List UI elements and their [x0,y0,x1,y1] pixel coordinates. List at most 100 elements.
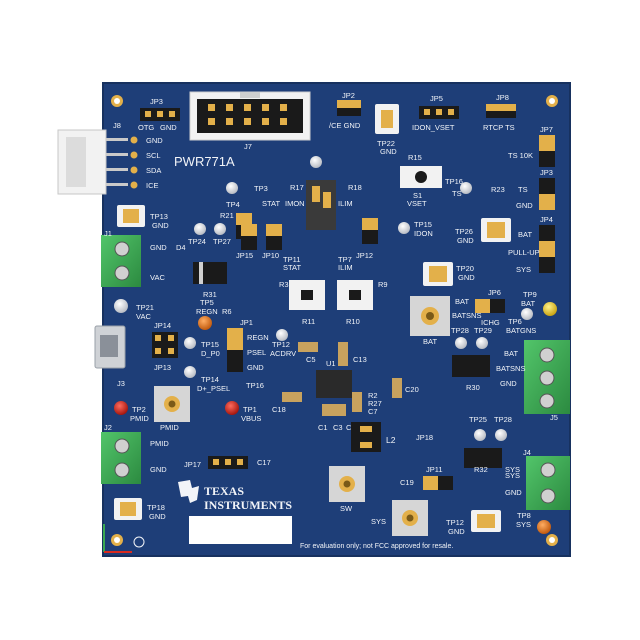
tp15b-label: TP15 [201,340,219,349]
pull-up-label: PULL-UP [508,248,540,257]
j7-pin [262,104,269,111]
tp16b-label: TP16 [246,381,264,390]
tp3-testpoint [226,182,238,194]
tp28b-label: TP28 [494,415,512,424]
jp14-header [152,332,178,358]
jp10-label: JP10 [262,251,279,260]
tp26-label: TP26 [455,227,473,236]
tp22-label: TP22 [377,139,395,148]
l2-top-pad [360,426,372,432]
j5-screw-2 [539,370,555,386]
cap-c18 [282,392,302,402]
jp10-header [266,224,282,250]
bat-post-label: BAT [423,337,437,346]
j7-pin [226,104,233,111]
jp2-label: JP2 [342,91,355,100]
d-psel-label: D+_PSEL [197,384,230,393]
tp14-label: TP14 [201,375,219,384]
tp20-gnd-label: GND [458,273,475,282]
tp15-testpoint [398,222,410,234]
j7-pins [208,104,287,125]
tp24-label: TP24 [188,237,206,246]
jp7-header [539,135,555,167]
jp2-header [337,100,361,116]
jp8-header [486,104,516,118]
j2-gnd-label: GND [150,465,167,474]
c7-label: C7 [368,407,378,416]
jp5-label: JP5 [430,94,443,103]
r10-wiper [349,290,361,300]
jp15-label: JP15 [236,251,253,260]
r18-label: R18 [348,183,362,192]
dip-lever-a [312,186,320,202]
s1-actuator [415,171,427,183]
j8-pads [130,136,138,189]
tp22-gold [381,110,393,128]
jp3-header [140,108,180,121]
j7-pin [244,118,251,125]
tp20-gold [429,266,447,282]
r27-label: R27 [368,399,382,408]
batgns-label: BATGNS [506,326,536,335]
tp16-ts-label: TS [452,189,462,198]
imon-label: IMON [285,199,305,208]
c20-label: C20 [405,385,419,394]
r30-resistor [452,355,490,377]
tp12-label: TP12 [272,340,290,349]
tp8-label: TP8 [517,511,531,520]
j5-bat-label: BAT [504,349,518,358]
tp21-testpoint [114,299,128,313]
tp29-testpoint [476,337,488,349]
j7-pin [280,118,287,125]
tp9-testpoint [543,302,557,316]
j4-gnd-label: GND [505,488,522,497]
tp14-testpoint [184,366,196,378]
r11-wiper [301,290,313,300]
tp27-testpoint [214,223,226,235]
tp6-testpoint [521,308,533,320]
bat-post [410,296,450,336]
tp26-gold [487,222,505,238]
sys-tp-label: SYS [505,465,520,474]
j1-gnd-label: GND [150,243,167,252]
j5-screw-3 [539,393,555,409]
d4-label: D4 [176,243,186,252]
tp13-label: TP13 [150,212,168,221]
tp28-testpoint [455,337,467,349]
otg-label: OTG [138,123,154,132]
dip-lever-b [323,192,331,208]
r32-resistor [464,448,502,468]
ilim2-label: ILIM [338,263,353,272]
c5-label: C5 [306,355,316,364]
j7-pin [208,118,215,125]
tp20-label: TP20 [456,264,474,273]
j2-pmid-label: PMID [150,439,169,448]
r11-label: R11 [302,317,315,326]
tp15-label: TP15 [414,220,432,229]
tp4-label: TP4 [226,200,240,209]
tp11-label: TP11 [283,255,300,264]
r2-label: R2 [368,391,378,400]
jp7-label: JP7 [540,125,553,134]
tp21-vac-label: VAC [136,312,151,321]
c4-label: C4 [346,423,356,432]
r21-label: R21 [220,211,234,220]
psel-label: PSEL [247,348,266,357]
ti-logo-text-top: TEXAS [204,484,244,498]
tp12b-label: TP12 [446,518,464,527]
r23-label: R23 [491,185,505,194]
tp12b-gold [477,514,495,528]
jp15-header [241,224,257,250]
ground-symbol-icon [133,536,145,548]
idon-vset-label: IDON_VSET [412,123,455,132]
jp8-label: JP8 [496,93,509,102]
dip-switch [306,180,336,230]
tp5-label: TP5 [200,298,214,307]
jp1-gnd-label: GND [247,363,264,372]
r17-label: R17 [290,183,304,192]
j7-pin [262,118,269,125]
j4-sys-label: SYS [505,471,520,480]
j4-screw-2 [540,488,556,504]
tp3-label: TP3 [254,184,268,193]
sys-post [392,500,428,536]
